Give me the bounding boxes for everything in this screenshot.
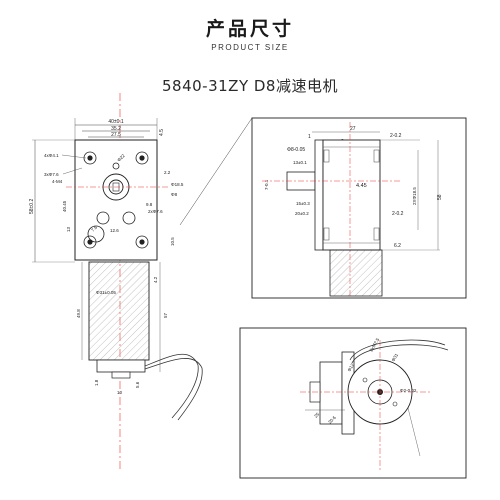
- side-gearbox: [322, 139, 381, 251]
- label-d8: Φ8: [171, 192, 178, 197]
- side-motor-body: [329, 249, 383, 297]
- side-view-frame: [251, 117, 467, 299]
- label-d31: Φ31±0.05: [96, 290, 116, 295]
- side-dim-t202b: 2-0.2: [392, 211, 404, 217]
- side-dim-v701: 7-0.1: [264, 179, 269, 190]
- page-subtitle: PRODUCT SIZE: [211, 43, 289, 52]
- side-dim-v13: 13±0.1: [293, 160, 307, 165]
- bottom-dim-d31: Φ31: [391, 352, 400, 362]
- label-v4045: 40.45: [62, 200, 67, 212]
- dim-w-inner: 27.5: [111, 132, 121, 138]
- label-holes-3: 3xΦ7.6: [44, 172, 59, 177]
- side-dim-d805: Φ8-0.05: [287, 147, 305, 153]
- bottom-dim-d2: Φ2-0.02: [400, 388, 417, 393]
- side-dim-v445: 4.45: [356, 183, 367, 189]
- side-dim-v62: 6.2: [394, 243, 401, 249]
- label-v57: 57: [163, 312, 168, 318]
- side-dim-v20: 20±0.2: [295, 211, 309, 216]
- label-holes-m4: 4-M4: [52, 179, 63, 184]
- label-v13: 13: [66, 226, 71, 232]
- label-v98: 9.8: [146, 202, 153, 207]
- page-title: 产品尺寸: [205, 18, 294, 40]
- side-dim-v15: 15±0.3: [296, 201, 310, 206]
- front-view: 40±0.1 35.2 27.5 4.5: [29, 118, 203, 421]
- side-dim-t202a: 2-0.2: [390, 133, 402, 139]
- label-d185: Φ18.5: [171, 182, 184, 187]
- side-dim-2x185: 2XΦ18.5: [412, 187, 417, 205]
- bottom-view: 2xM2.5 Φ31 Φ12 Φ2-0.02 25 20.6: [239, 327, 467, 479]
- label-v42: 4.2: [153, 276, 158, 283]
- bottom-dim-d12: Φ12: [347, 362, 356, 372]
- label-v105: 10.5: [170, 237, 175, 246]
- label-v498: 49.8: [76, 309, 81, 318]
- label-v56: 5.6: [135, 381, 140, 388]
- side-dim-1: 1: [308, 134, 311, 140]
- bottom-dim-v25: 25: [313, 411, 320, 418]
- label-r22: 2.2: [164, 170, 171, 175]
- label-v126: 12.6: [110, 228, 119, 233]
- label-holes-2: 2xΦ7.6: [148, 209, 163, 214]
- bottom-dim-v206: 20.6: [327, 415, 337, 425]
- bottom-wire: [349, 339, 446, 361]
- label-v76: 7.6: [90, 224, 98, 232]
- bottom-view-frame: [239, 327, 467, 479]
- label-v10: 10: [117, 390, 123, 395]
- side-view: 27 1 2 2-0.2 Φ8-0.05 13±0.1 7-0.1 15±0.3…: [251, 117, 467, 299]
- side-dim-v58: 58: [437, 194, 443, 200]
- dim-top-r: 4.5: [159, 129, 165, 136]
- model-title: 5840-31ZY D8减速电机: [162, 77, 338, 95]
- callout-line: [179, 117, 253, 226]
- dim-w-mid: 35.2: [111, 126, 121, 132]
- label-holes-4: 4xΦ4.1: [44, 153, 59, 158]
- label-d22: Φ22: [116, 153, 126, 163]
- dim-h58: 58±0.2: [29, 199, 35, 214]
- dim-w-outer: 40±0.1: [108, 119, 123, 125]
- front-motor-body: [88, 261, 150, 361]
- side-dim-27: 27: [350, 126, 356, 132]
- label-v18: 1.8: [94, 379, 99, 386]
- motor-wire: [144, 353, 199, 419]
